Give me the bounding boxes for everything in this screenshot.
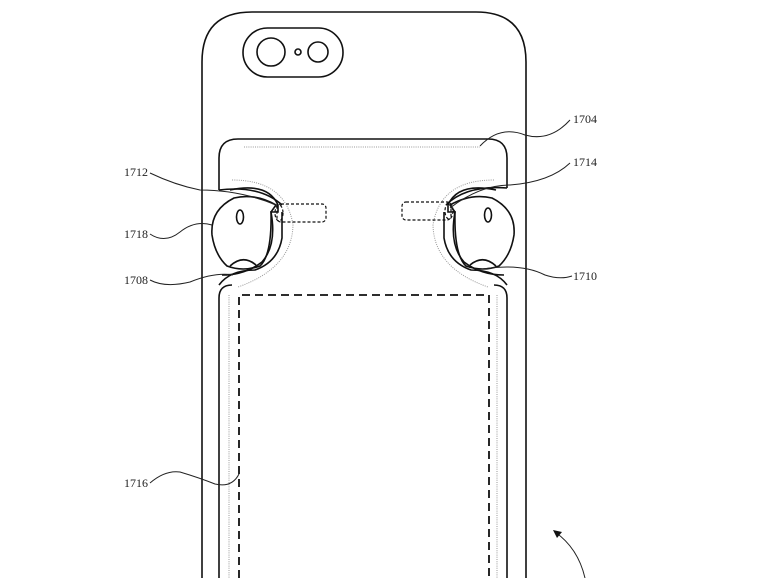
left-magnet-dashed (274, 204, 284, 222)
device-dashed-outline (238, 294, 490, 578)
right-magnet-dashed (444, 202, 454, 220)
reference-arrow (554, 531, 586, 578)
right-earbud-tip (469, 258, 497, 267)
leader-1716 (149, 471, 240, 486)
right-earbud-body (448, 195, 515, 270)
label-1712: 1712 (124, 165, 148, 179)
left-cavity-arc (221, 187, 279, 276)
label-1714: 1714 (573, 155, 597, 169)
left-earbud (211, 195, 278, 270)
left-cavity-outline (218, 188, 283, 286)
left-stem-dashed (276, 203, 327, 223)
leader-1714 (449, 162, 571, 209)
right-earbud (448, 195, 515, 270)
left-cavity-dotted (231, 179, 294, 288)
camera-lens-secondary-icon (307, 41, 329, 63)
leader-1718 (149, 223, 213, 239)
camera-lens-icon (256, 37, 286, 67)
label-1708: 1708 (124, 273, 148, 287)
flash-dot-icon (294, 48, 302, 56)
left-earbud-body (211, 195, 278, 270)
upper-pocket (218, 138, 508, 190)
leader-1710 (475, 266, 573, 279)
label-1718: 1718 (124, 227, 148, 241)
left-earbud-speaker-icon (235, 209, 245, 225)
leader-1704 (479, 119, 571, 147)
camera-housing (242, 27, 344, 78)
right-stem-dashed (401, 201, 452, 221)
label-1710: 1710 (573, 269, 597, 283)
camera-module (242, 27, 344, 78)
left-earbud-tip (229, 258, 257, 267)
label-1716: 1716 (124, 476, 148, 490)
right-cavity-arc (447, 187, 505, 276)
right-cavity-dotted (432, 179, 495, 288)
label-1704: 1704 (573, 112, 597, 126)
lower-pocket (218, 284, 508, 578)
leader-1712 (149, 172, 277, 206)
leader-1708 (149, 273, 234, 286)
right-earbud-speaker-icon (483, 207, 493, 223)
case-outline (201, 11, 527, 578)
arrowhead-icon (553, 530, 562, 538)
